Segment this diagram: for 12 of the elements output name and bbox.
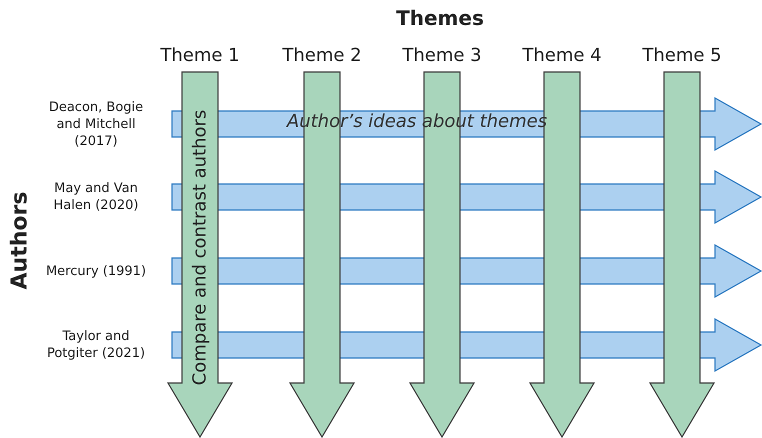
column-heading: Theme 3 (401, 45, 483, 66)
axis-heading: Authors (8, 190, 32, 292)
author-label: May and Van Halen (2020) (52, 180, 140, 215)
author-label: Deacon, Bogie and Mitchell (2017) (48, 98, 144, 150)
column-heading: Theme 2 (281, 45, 363, 66)
column-heading: Theme 4 (521, 45, 603, 66)
author-label: Mercury (1991) (44, 262, 148, 280)
arrow-text: Compare and contrast authors (190, 108, 210, 388)
diagram-title: Themes (395, 6, 485, 30)
column-heading: Theme 5 (641, 45, 723, 66)
author-label: Taylor and Potgiter (2021) (46, 328, 146, 363)
column-heading: Theme 1 (159, 45, 241, 66)
